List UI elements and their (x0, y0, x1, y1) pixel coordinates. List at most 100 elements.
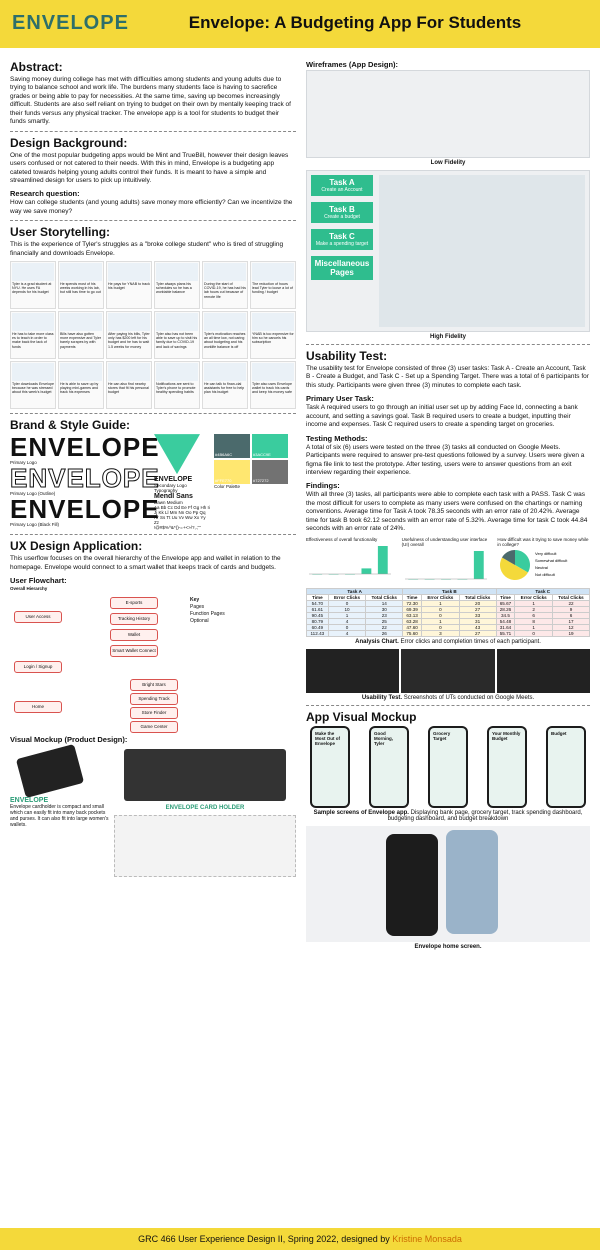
story-caption: He pays for YNAB to track his budget (108, 282, 150, 291)
task-name: Miscellaneous Pages (314, 259, 370, 277)
storyboard: Tyler is a grad student at NYU. He uses … (10, 261, 296, 410)
alphabet: Aa Bb Cc Dd Ee Ff Gg Hh Ii Jj Kk Ll Mm N… (154, 505, 210, 526)
table-col: Total Clicks (552, 593, 590, 601)
primary-task-heading: Primary User Task: (306, 394, 374, 404)
flow-node: Game Center (130, 721, 178, 733)
chart2-title: Usefulness of understanding user interfa… (401, 536, 488, 547)
story-caption: Tyler also uses Envelope wallet to track… (252, 382, 292, 395)
phone-screen: Budget (546, 725, 586, 808)
story-panel: He has to take more class es to teach in… (10, 311, 56, 360)
abstract-text: Saving money during college has met with… (10, 76, 291, 126)
pie-slice (515, 549, 531, 573)
ut-screenshots (306, 648, 590, 693)
chart1-title: Effectiveness of overall functionality (306, 536, 378, 542)
chart-bar (377, 545, 388, 574)
holder-block: ENVELOPE CARD HOLDER (114, 745, 296, 877)
story-illustration (108, 313, 150, 332)
analysis-caption-text: Error clicks and completion times of eac… (400, 638, 541, 645)
abstract-heading: Abstract: (10, 60, 63, 74)
chart3-title: How difficult was it trying to save mone… (497, 536, 589, 547)
divider (10, 130, 296, 132)
table-cell: 3 (421, 629, 460, 637)
primary-logo-label: Primary Logo (10, 460, 37, 466)
task-card: Miscellaneous Pages (311, 256, 373, 280)
story-panel: The reduction of hours lead Tyler to loo… (250, 261, 296, 310)
table-cell: 26 (365, 629, 404, 637)
story-panel: Tyler is a grad student at NYU. He uses … (10, 261, 56, 310)
ut-caption-bold: Usability Test. (361, 694, 403, 701)
footer: GRC 466 User Experience Design II, Sprin… (0, 1228, 600, 1250)
background-heading: Design Background: (10, 135, 128, 150)
story-illustration (252, 263, 294, 282)
chart1-svg (309, 545, 391, 575)
symbols: !@#$%^&*()-=+<>/?,.;'" (154, 525, 201, 531)
story-panel: After paying his bills, Tyler only has $… (106, 311, 152, 360)
secondary-logo-block: ENVELOPE Secondary Logo Typography Mendl… (154, 434, 210, 530)
story-panel: Tyler's motivation reaches an all time l… (202, 311, 248, 360)
findings-heading: Findings: (306, 481, 340, 491)
story-caption: The reduction of hours lead Tyler to loo… (252, 282, 293, 295)
story-illustration (12, 263, 54, 282)
low-fidelity-wireframes (306, 70, 590, 158)
flow-node: Smart Wallet Connect (110, 645, 158, 657)
findings-text: With all three (3) tasks, all participan… (306, 491, 588, 533)
screen-title: Grocery Target (433, 730, 451, 741)
story-caption: Tyler always plans his schedules so he h… (156, 282, 192, 295)
story-panel: He can talk to finan-cial assistants for… (202, 361, 248, 410)
story-panel: Tyler also has not been able to save up … (154, 311, 200, 360)
font-name-1: Mendl Sans (154, 493, 193, 501)
phone-screen: Your Monthly Budget (487, 725, 527, 808)
holder-image (124, 749, 286, 801)
table-cell: 0 (514, 629, 554, 637)
flow-node: Login / Signup (14, 661, 62, 673)
task-desc: Create a budget (324, 214, 360, 220)
story-panel: He pays for YNAB to track his budget (106, 261, 152, 310)
wireframes-heading: Wireframes (App Design): (306, 60, 399, 69)
screen-title: Your Monthly Budget (492, 730, 521, 741)
primary-logo-outline-label: Primary Logo (Outline) (10, 491, 56, 497)
high-fidelity-caption: High Fidelity (430, 334, 466, 340)
story-illustration (12, 363, 54, 382)
holder-title: ENVELOPE CARD HOLDER (165, 805, 245, 811)
story-illustration (108, 363, 150, 382)
story-caption: He is able to save up by playing mini-ga… (60, 382, 99, 395)
research-question-text: How can college students (and young adul… (10, 199, 293, 215)
legend-entry: Not difficult (535, 572, 556, 577)
legend-entry: Neutral (535, 565, 548, 570)
story-caption: He spends most of his weeks working in h… (60, 282, 101, 295)
cardholder-image (15, 743, 85, 799)
pie-slice (500, 557, 529, 580)
color-swatch: #FFE770 (214, 460, 250, 485)
divider (306, 344, 590, 345)
cardholder-block: ENVELOPE Envelope cardholder is compact … (10, 743, 110, 877)
home-screen-caption: Envelope home screen. (414, 943, 482, 950)
story-illustration (204, 313, 246, 332)
sketch-area (114, 815, 296, 877)
story-panel: He can also find nearby stores that fit … (106, 361, 152, 410)
envelope-icon (154, 434, 200, 475)
typography-label: Typography (154, 488, 178, 494)
brand-heading: Brand & Style Guide: (10, 418, 131, 433)
background-text: One of the most popular budgeting apps w… (10, 151, 289, 184)
story-illustration (204, 363, 246, 382)
table-cell: 19 (552, 629, 590, 637)
story-illustration (156, 263, 198, 282)
footer-text: GRC 466 User Experience Design II, Sprin… (138, 1234, 390, 1244)
ux-heading: UX Design Application: (10, 539, 143, 554)
story-illustration (204, 263, 246, 282)
story-panel: During the start of COVID-19, he has had… (202, 261, 248, 310)
key-pages: Pages (190, 604, 205, 610)
flow-node: User Access (14, 611, 62, 623)
story-illustration (60, 263, 102, 282)
story-panel: Notifications are sent to Tyler's phone … (154, 361, 200, 410)
story-caption: Tyler also has not been able to save up … (156, 332, 198, 349)
story-illustration (60, 363, 102, 382)
mockup-caption: Sample screens of Envelope app. Displayi… (306, 810, 590, 822)
table-cell: 27 (458, 629, 497, 637)
story-illustration (60, 313, 102, 332)
